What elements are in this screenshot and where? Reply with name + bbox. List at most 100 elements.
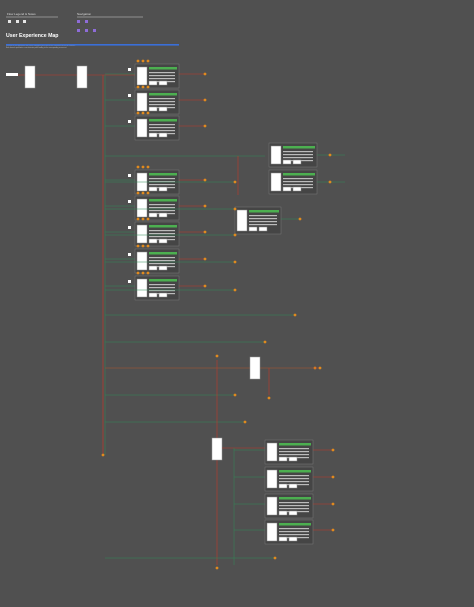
card-text-line bbox=[279, 534, 309, 536]
page-description: Overview of the application user flows, … bbox=[6, 46, 76, 50]
card-text-line bbox=[149, 130, 175, 132]
status-dot bbox=[146, 111, 150, 115]
purple-user-icon bbox=[85, 29, 88, 32]
accent-bar bbox=[6, 44, 179, 46]
card-text-line bbox=[149, 233, 175, 235]
card-text-line bbox=[279, 508, 309, 510]
card-text-line bbox=[249, 218, 277, 220]
thumb-screen bbox=[158, 186, 168, 192]
checkbox bbox=[128, 68, 131, 71]
card-text-line bbox=[149, 260, 175, 262]
card-text-line bbox=[279, 531, 309, 533]
purple-user-icon bbox=[85, 20, 88, 23]
card-text-line bbox=[283, 154, 313, 156]
flow-node bbox=[263, 340, 267, 344]
flow-node bbox=[298, 217, 302, 221]
card-text-line bbox=[149, 78, 175, 80]
card-header bbox=[149, 252, 177, 255]
card-text-line bbox=[149, 284, 175, 286]
card-text-line bbox=[149, 72, 175, 74]
phone-screen bbox=[136, 224, 148, 244]
flow-node bbox=[273, 556, 277, 560]
status-dot bbox=[136, 271, 140, 275]
checkbox bbox=[128, 280, 131, 283]
card-text-line bbox=[149, 104, 175, 106]
purple-user-icon bbox=[77, 29, 80, 32]
checkbox bbox=[128, 120, 131, 123]
phone-screen bbox=[266, 496, 278, 516]
thumb-screen bbox=[248, 226, 258, 232]
flow-node bbox=[331, 502, 335, 506]
card-text-line bbox=[283, 178, 313, 180]
phone-screen bbox=[136, 118, 148, 138]
flow-node bbox=[233, 233, 237, 237]
purple-user-icon bbox=[77, 20, 80, 23]
thumb-screen bbox=[148, 212, 158, 218]
flow-node bbox=[331, 448, 335, 452]
card-header bbox=[149, 67, 177, 70]
card-text-line bbox=[249, 224, 277, 226]
flow-node bbox=[233, 288, 237, 292]
card-text-line bbox=[279, 481, 309, 483]
card-text-line bbox=[249, 215, 277, 217]
flow-node bbox=[233, 207, 237, 211]
flow-node bbox=[331, 528, 335, 532]
flow-node bbox=[233, 180, 237, 184]
purple-user-icon bbox=[93, 29, 96, 32]
thumb-screen bbox=[148, 292, 158, 298]
flow-node bbox=[233, 260, 237, 264]
card-header bbox=[283, 173, 315, 176]
card-header bbox=[279, 443, 311, 446]
status-dot bbox=[141, 244, 145, 248]
phone-screen bbox=[266, 522, 278, 542]
card-text-line bbox=[149, 127, 175, 129]
status-dot bbox=[136, 59, 140, 63]
flow-node bbox=[203, 98, 207, 102]
flow-node bbox=[328, 180, 332, 184]
status-dot bbox=[141, 217, 145, 221]
legend-square-icon bbox=[16, 20, 19, 23]
status-dot bbox=[136, 85, 140, 89]
thumb-screen bbox=[158, 238, 168, 244]
flow-node bbox=[203, 230, 207, 234]
status-dot bbox=[146, 271, 150, 275]
thumb-screen bbox=[148, 132, 158, 138]
phone-screen bbox=[236, 209, 248, 232]
thumb-screen bbox=[158, 265, 168, 271]
flow-node bbox=[203, 257, 207, 261]
end-node bbox=[101, 453, 105, 457]
card-text-line bbox=[279, 502, 309, 504]
card-header bbox=[149, 199, 177, 202]
thumb-screen bbox=[148, 80, 158, 86]
card-header bbox=[249, 210, 279, 213]
header-right-label: Navigation bbox=[77, 12, 92, 16]
status-dot bbox=[136, 217, 140, 221]
flow-node bbox=[328, 153, 332, 157]
status-dot bbox=[136, 191, 140, 195]
card-header bbox=[149, 93, 177, 96]
card-header bbox=[149, 279, 177, 282]
thumb-screen bbox=[282, 186, 292, 192]
card-text-line bbox=[283, 157, 313, 159]
status-dot bbox=[141, 271, 145, 275]
card-text-line bbox=[149, 181, 175, 183]
thumb-screen bbox=[278, 510, 288, 516]
thumb-screen bbox=[258, 226, 268, 232]
thumb-screen bbox=[148, 106, 158, 112]
thumb-screen bbox=[278, 483, 288, 489]
status-dot bbox=[136, 244, 140, 248]
status-dot bbox=[146, 217, 150, 221]
flow-node bbox=[203, 284, 207, 288]
phone-screen bbox=[136, 198, 148, 218]
thumb-screen bbox=[278, 456, 288, 462]
status-dot bbox=[141, 59, 145, 63]
flow-node bbox=[215, 354, 219, 358]
card-text-line bbox=[149, 287, 175, 289]
card-text-line bbox=[149, 207, 175, 209]
card-text-line bbox=[149, 257, 175, 259]
thumb-screen bbox=[292, 159, 302, 165]
checkbox bbox=[128, 174, 131, 177]
status-dot bbox=[146, 244, 150, 248]
status-dot bbox=[146, 165, 150, 169]
